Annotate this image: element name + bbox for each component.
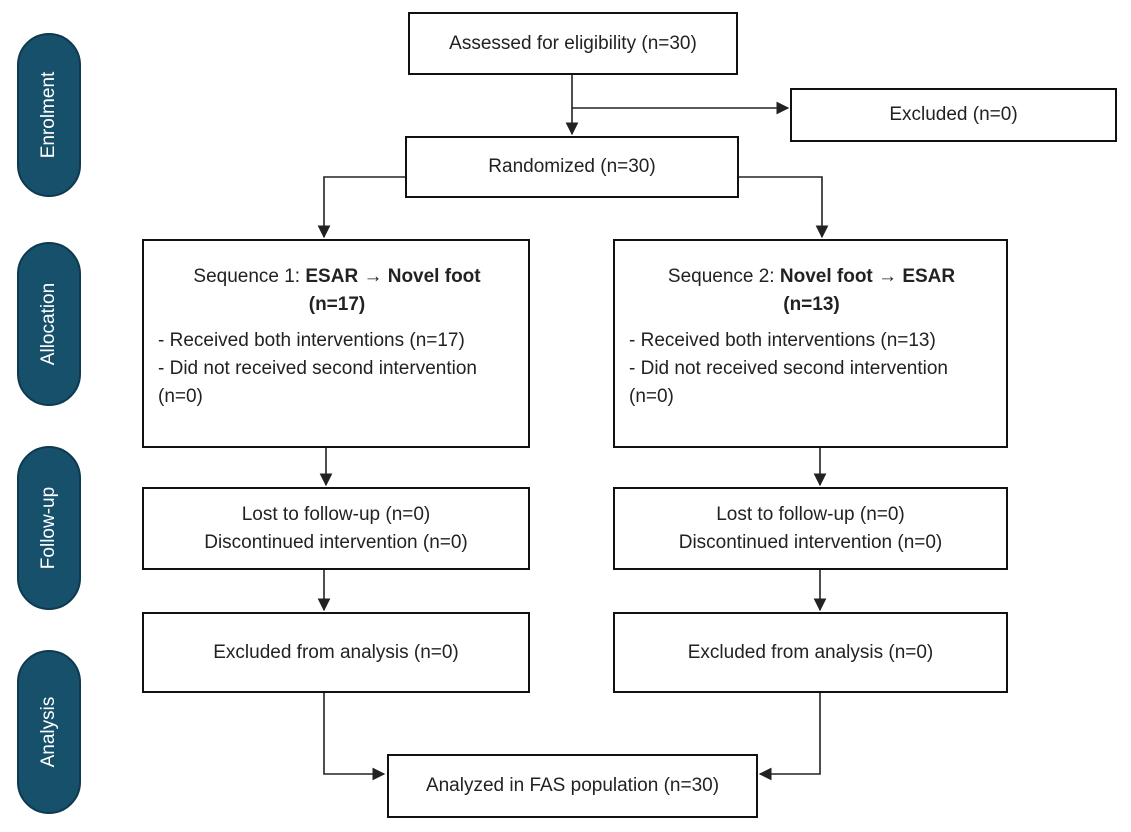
excluded-analysis-left-text: Excluded from analysis (n=0) <box>213 641 459 663</box>
sequence-2-count: (n=13) <box>783 294 840 315</box>
sequence-2-title: Sequence 2: Novel foot → ESAR <box>629 263 994 291</box>
sequence-2-box: Sequence 2: Novel foot → ESAR (n=13) - R… <box>613 239 1008 448</box>
followup-left-box: Lost to follow-up (n=0) Discontinued int… <box>142 487 530 570</box>
stage-allocation: Allocation <box>17 242 81 406</box>
sequence-1-title: Sequence 1: ESAR → Novel foot <box>158 263 516 291</box>
sequence-1-order: ESAR → Novel foot <box>305 266 481 287</box>
followup-left-lost: Lost to follow-up (n=0) <box>241 503 431 525</box>
followup-left-discontinued: Discontinued intervention (n=0) <box>204 531 468 553</box>
stage-analysis-label: Analysis <box>38 696 59 768</box>
sequence-2-item-not-received: - Did not received second intervention (… <box>629 358 948 407</box>
randomized-box: Randomized (n=30) <box>405 136 739 198</box>
randomized-text: Randomized (n=30) <box>488 156 656 177</box>
sequence-1-item-not-received: - Did not received second intervention (… <box>158 358 477 407</box>
stage-follow-up: Follow-up <box>17 446 81 610</box>
sequence-1-prefix: Sequence 1: <box>193 266 306 287</box>
excluded-analysis-left-box: Excluded from analysis (n=0) <box>142 612 530 693</box>
excluded-box: Excluded (n=0) <box>790 88 1117 142</box>
sequence-2-prefix: Sequence 2: <box>667 266 780 287</box>
sequence-1-box: Sequence 1: ESAR → Novel foot (n=17) - R… <box>142 239 530 448</box>
excluded-analysis-right-text: Excluded from analysis (n=0) <box>687 641 934 663</box>
excluded-analysis-right-box: Excluded from analysis (n=0) <box>613 612 1008 693</box>
arrow-randomized-to-seq1 <box>317 176 406 239</box>
assessed-text: Assessed for eligibility (n=30) <box>449 32 697 54</box>
arrow-randomized-to-seq2 <box>738 176 829 239</box>
stage-enrolment-label: Enrolment <box>38 71 59 159</box>
stage-follow-up-label: Follow-up <box>38 486 59 570</box>
sequence-2-item-received: - Received both interventions (n=13) <box>629 330 936 351</box>
sequence-1-item-received: - Received both interventions (n=17) <box>158 330 465 351</box>
stage-allocation-label: Allocation <box>38 282 59 366</box>
analyzed-text: Analyzed in FAS population (n=30) <box>425 775 720 796</box>
arrow-left-to-analyzed <box>323 692 386 781</box>
followup-right-discontinued: Discontinued intervention (n=0) <box>678 531 943 553</box>
analyzed-box: Analyzed in FAS population (n=30) <box>387 754 758 818</box>
assessed-box: Assessed for eligibility (n=30) <box>408 12 738 75</box>
sequence-1-count: (n=17) <box>308 294 366 315</box>
arrow-right-to-analyzed <box>758 692 821 781</box>
followup-right-lost: Lost to follow-up (n=0) <box>716 503 905 525</box>
stage-enrolment: Enrolment <box>17 33 81 197</box>
excluded-text: Excluded (n=0) <box>889 104 1018 125</box>
stage-analysis: Analysis <box>17 650 81 814</box>
sequence-2-order: Novel foot → ESAR <box>779 266 956 287</box>
followup-right-box: Lost to follow-up (n=0) Discontinued int… <box>613 487 1008 570</box>
